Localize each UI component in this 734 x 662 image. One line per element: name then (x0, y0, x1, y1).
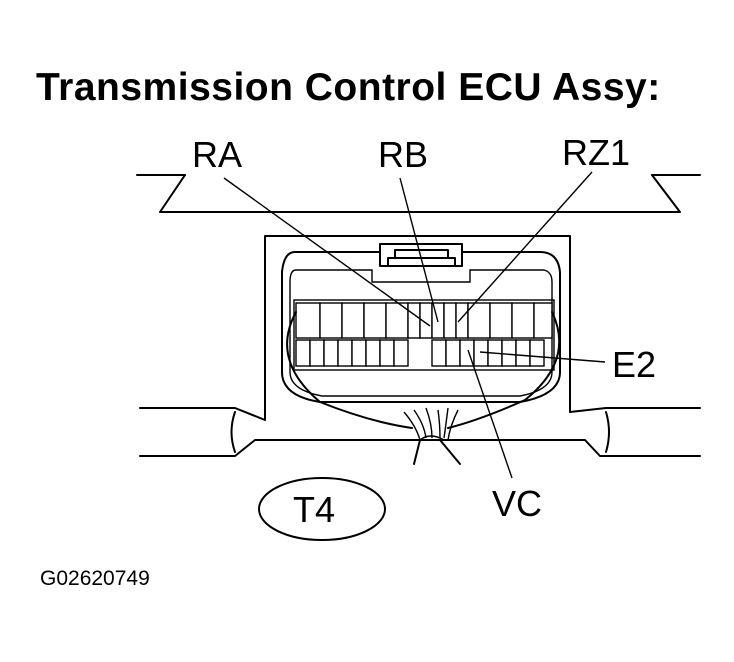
rb-leader (399, 177, 439, 323)
e2-leader (479, 351, 606, 363)
vc-leader (467, 349, 513, 479)
terminal-label-vc: VC (492, 483, 543, 524)
leader-lines (223, 171, 606, 479)
ecu-housing (139, 235, 701, 421)
diagram-title: Transmission Control ECU Assy: (36, 66, 661, 109)
lower-pin-row (295, 339, 545, 367)
connector-body (281, 251, 561, 403)
ra-leader (223, 177, 431, 327)
terminal-label-rz1: RZ1 (562, 132, 631, 173)
figure-code: G02620749 (40, 567, 150, 590)
connector-id-oval (258, 477, 386, 541)
right-wire-stub (605, 411, 610, 453)
harness-top-bar (136, 174, 701, 213)
terminal-label-rb: RB (378, 134, 429, 175)
terminal-label-ra: RA (192, 134, 243, 175)
connector-id-label: T4 (293, 489, 336, 530)
wire-loop (286, 311, 561, 429)
left-wire-stub (230, 411, 236, 453)
rz1-leader (457, 171, 593, 323)
wire-bundle (403, 407, 461, 465)
upper-pin-row (295, 302, 553, 339)
terminal-label-e2: E2 (612, 344, 657, 385)
